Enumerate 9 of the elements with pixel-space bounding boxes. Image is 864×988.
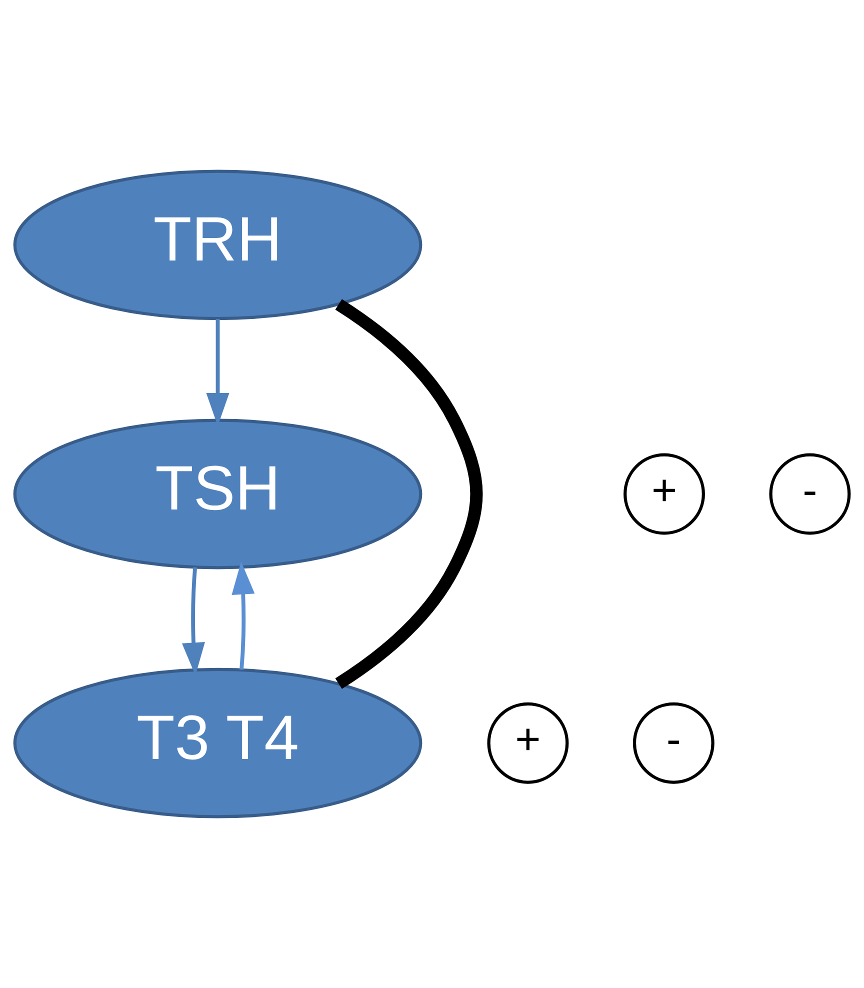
node-ellipse: T3 T4	[13, 668, 422, 818]
node-circle: -	[769, 453, 851, 535]
node-circle: -	[632, 702, 714, 784]
node-circle: +	[624, 453, 705, 535]
arrow	[232, 561, 255, 670]
node-ellipse: TRH	[13, 170, 422, 320]
node-circle: +	[487, 702, 569, 784]
node-ellipse: TSH	[13, 418, 422, 570]
connector	[335, 299, 483, 689]
